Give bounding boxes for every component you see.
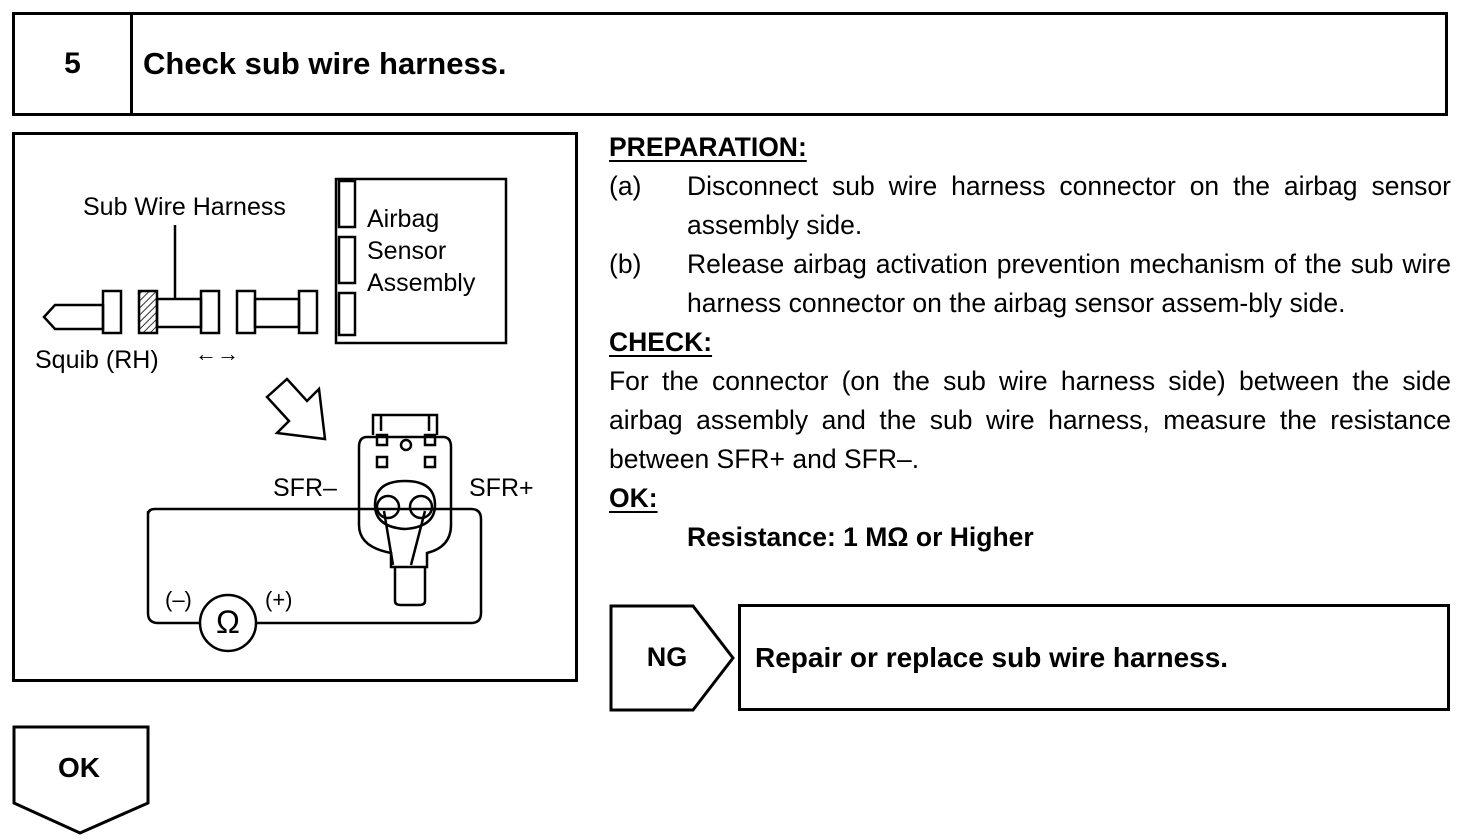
ok-arrow-shape [12, 725, 150, 835]
terminal-sfr-plus [408, 494, 434, 520]
ok-label: OK [58, 751, 100, 783]
label-meter-minus: (–) [165, 587, 192, 612]
sensor-connector-slot [337, 235, 357, 285]
disconnect-arrows: ←→ [195, 341, 239, 366]
step-header: 5 Check sub wire harness. [12, 12, 1448, 116]
item-marker: (a) [609, 171, 642, 201]
terminal-sfr-minus [375, 494, 401, 520]
label-airbag: Airbag [367, 205, 440, 233]
ohmmeter [198, 593, 258, 653]
sensor-side-body [253, 297, 301, 329]
hatched-connector [137, 289, 159, 335]
sensor-side-flange [235, 289, 257, 335]
label-sensor: Sensor [367, 237, 447, 265]
harness-flange [199, 289, 221, 335]
preparation-item-a: (a) Disconnect sub wire harness connecto… [609, 167, 1451, 245]
item-text: Disconnect sub wire harness connector on… [687, 171, 1451, 240]
connector-cable [393, 567, 427, 607]
label-sfr-plus: SFR+ [469, 474, 534, 502]
airbag-sensor-box [334, 177, 508, 345]
ok-heading: OK: [609, 483, 658, 513]
probe-wire [409, 510, 427, 566]
ohm-symbol: Ω [216, 604, 240, 640]
check-text: For the connector (on the sub wire harne… [609, 366, 1451, 474]
check-heading: CHECK: [609, 327, 713, 357]
ng-label: NG [646, 642, 688, 672]
harness-body [155, 297, 203, 329]
ng-arrow-shape [609, 604, 735, 712]
label-sub-wire-harness: Sub Wire Harness [83, 193, 286, 221]
squib-flange [101, 289, 123, 335]
meter-wire-loop [146, 507, 483, 625]
item-text: Release airbag activation prevention mec… [687, 249, 1451, 318]
ok-spec: Resistance: 1 MΩ or Higher [687, 522, 1034, 552]
ng-action-text: Repair or replace sub wire harness. [755, 641, 1229, 673]
step-title: Check sub wire harness. [143, 46, 507, 81]
sensor-connector-slot [337, 291, 357, 337]
ng-action-box: Repair or replace sub wire harness. [738, 604, 1450, 711]
preparation-heading: PREPARATION: [609, 132, 807, 162]
sensor-side-flange-2 [297, 289, 319, 335]
label-sfr-minus: SFR– [273, 474, 337, 502]
squib-plug [42, 303, 105, 331]
instructions: PREPARATION: (a) Disconnect sub wire har… [609, 128, 1451, 557]
item-marker: (b) [609, 249, 642, 279]
pointing-arrow [265, 377, 327, 441]
sensor-connector-slot [337, 179, 357, 229]
connector-housing [357, 435, 453, 569]
preparation-item-b: (b) Release airbag activation prevention… [609, 245, 1451, 323]
wiring-diagram: Sub Wire Harness Airbag Sensor Assembly … [12, 132, 578, 682]
diagram-drawing [42, 177, 508, 653]
connector-latch [371, 413, 439, 435]
label-meter-plus: (+) [265, 587, 293, 612]
step-number: 5 [15, 15, 133, 113]
label-assembly: Assembly [367, 269, 476, 297]
probe-wire [382, 510, 395, 566]
label-squib: Squib (RH) [35, 346, 159, 374]
